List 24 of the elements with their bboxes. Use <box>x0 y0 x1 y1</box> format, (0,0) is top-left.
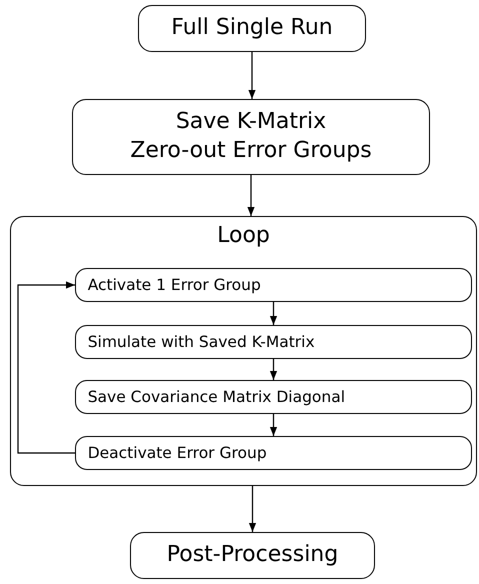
arrow <box>17 281 75 454</box>
node-text: Save Covariance Matrix Diagonal <box>88 388 346 406</box>
arrow <box>248 486 256 532</box>
loop-container <box>10 216 477 486</box>
process-box <box>74 436 472 470</box>
arrow <box>270 359 278 380</box>
arrow <box>247 175 255 216</box>
process-box <box>72 99 430 175</box>
node-text: Post-Processing <box>166 541 338 570</box>
arrow <box>270 414 278 436</box>
process-box <box>138 5 366 52</box>
arrow <box>248 52 256 99</box>
node-text: Deactivate Error Group <box>88 444 267 462</box>
node-text: Save K-Matrix <box>176 108 326 136</box>
arrow <box>270 302 278 325</box>
node-text: Activate 1 Error Group <box>88 276 261 294</box>
process-box <box>74 380 472 414</box>
process-box <box>74 324 472 359</box>
process-box <box>130 532 375 579</box>
group-title: Loop <box>217 223 270 248</box>
node-text: Full Single Run <box>171 14 333 42</box>
node-text: Simulate with Saved K-Matrix <box>88 332 315 351</box>
node-text: Zero-out Error Groups <box>130 137 372 165</box>
process-box <box>74 268 472 302</box>
